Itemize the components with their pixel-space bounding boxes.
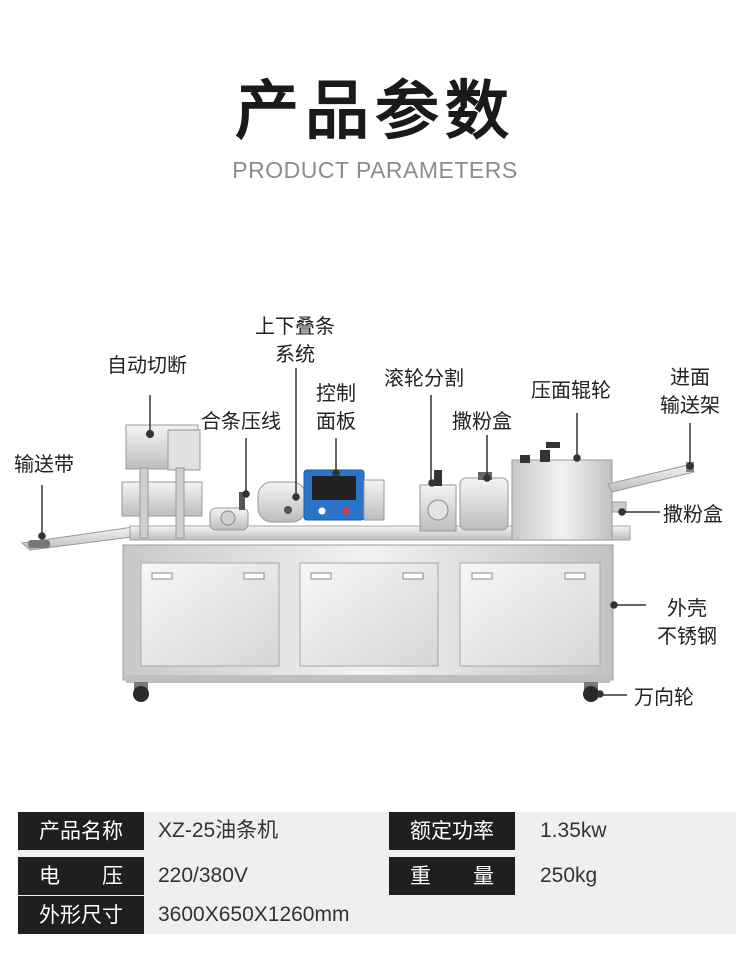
spec-row-2: 电 压 220/380V 重 量 250kg: [18, 857, 736, 895]
label-auto-cutting: 自动切断: [107, 353, 187, 377]
spec-row-3: 外形尺寸 3600X650X1260mm: [18, 896, 736, 934]
dimensions-value: 3600X650X1260mm: [158, 903, 350, 926]
label-feed-line2: 输送架: [660, 393, 720, 417]
combine-press: [209, 492, 249, 531]
stacking-system: [257, 481, 307, 523]
label-shell-line1: 外壳: [667, 596, 707, 620]
powder-box: [459, 472, 509, 531]
dimensions-label: 外形尺寸: [18, 896, 144, 934]
machine-illustration: [20, 368, 695, 702]
page-title: 产品参数: [235, 75, 515, 149]
label-control-line1: 控制: [316, 381, 356, 405]
spec-row-1: 产品名称 XZ-25油条机 额定功率 1.35kw: [18, 812, 736, 850]
label-conveyor-belt: 输送带: [14, 452, 74, 476]
wheels: [133, 682, 599, 702]
control-panel: [303, 469, 385, 521]
weight-value: 250kg: [540, 864, 598, 887]
label-shell-line2: 不锈钢: [657, 624, 717, 648]
voltage-label: 电 压: [18, 857, 144, 895]
label-universal-wheel: 万向轮: [634, 685, 694, 709]
label-stacking-line1: 上下叠条: [255, 314, 335, 338]
weight-label: 重 量: [389, 857, 515, 895]
label-powder-box-2: 撒粉盒: [663, 502, 723, 526]
rated-power-value: 1.35kw: [540, 819, 607, 842]
left-conveyor: [20, 525, 141, 551]
label-feed-line1: 进面: [670, 365, 710, 389]
auto-cutter: [121, 424, 203, 539]
product-name-label: 产品名称: [18, 812, 144, 850]
cabinet: [122, 544, 614, 683]
label-feed-conveyor: 进面 输送架: [650, 363, 730, 419]
voltage-value: 220/380V: [158, 864, 248, 887]
rated-power-label: 额定功率: [389, 812, 515, 850]
feed-conveyor: [607, 462, 695, 493]
roller-split: [419, 470, 457, 532]
label-combine-press: 合条压线: [201, 409, 281, 433]
label-press-roller: 压面辊轮: [531, 378, 611, 402]
product-name-value: XZ-25油条机: [158, 819, 279, 842]
machine-diagram: 输送带 自动切断 合条压线 上下叠条 系统 控制 面板 滚轮分割 撒粉盒 压面辊…: [0, 290, 750, 730]
label-control-line2: 面板: [316, 409, 356, 433]
page-subtitle: PRODUCT PARAMETERS: [232, 157, 518, 183]
label-shell: 外壳 不锈钢: [651, 594, 723, 650]
label-powder-box: 撒粉盒: [452, 409, 512, 433]
label-roller-split: 滚轮分割: [384, 366, 464, 390]
press-roller-unit: [511, 442, 627, 541]
label-stacking-line2: 系统: [275, 342, 315, 366]
label-stacking-system: 上下叠条 系统: [250, 312, 340, 368]
spec-table: 产品名称 XZ-25油条机 额定功率 1.35kw 电 压 220/380V 重…: [18, 812, 736, 934]
label-control-panel: 控制 面板: [308, 379, 364, 435]
